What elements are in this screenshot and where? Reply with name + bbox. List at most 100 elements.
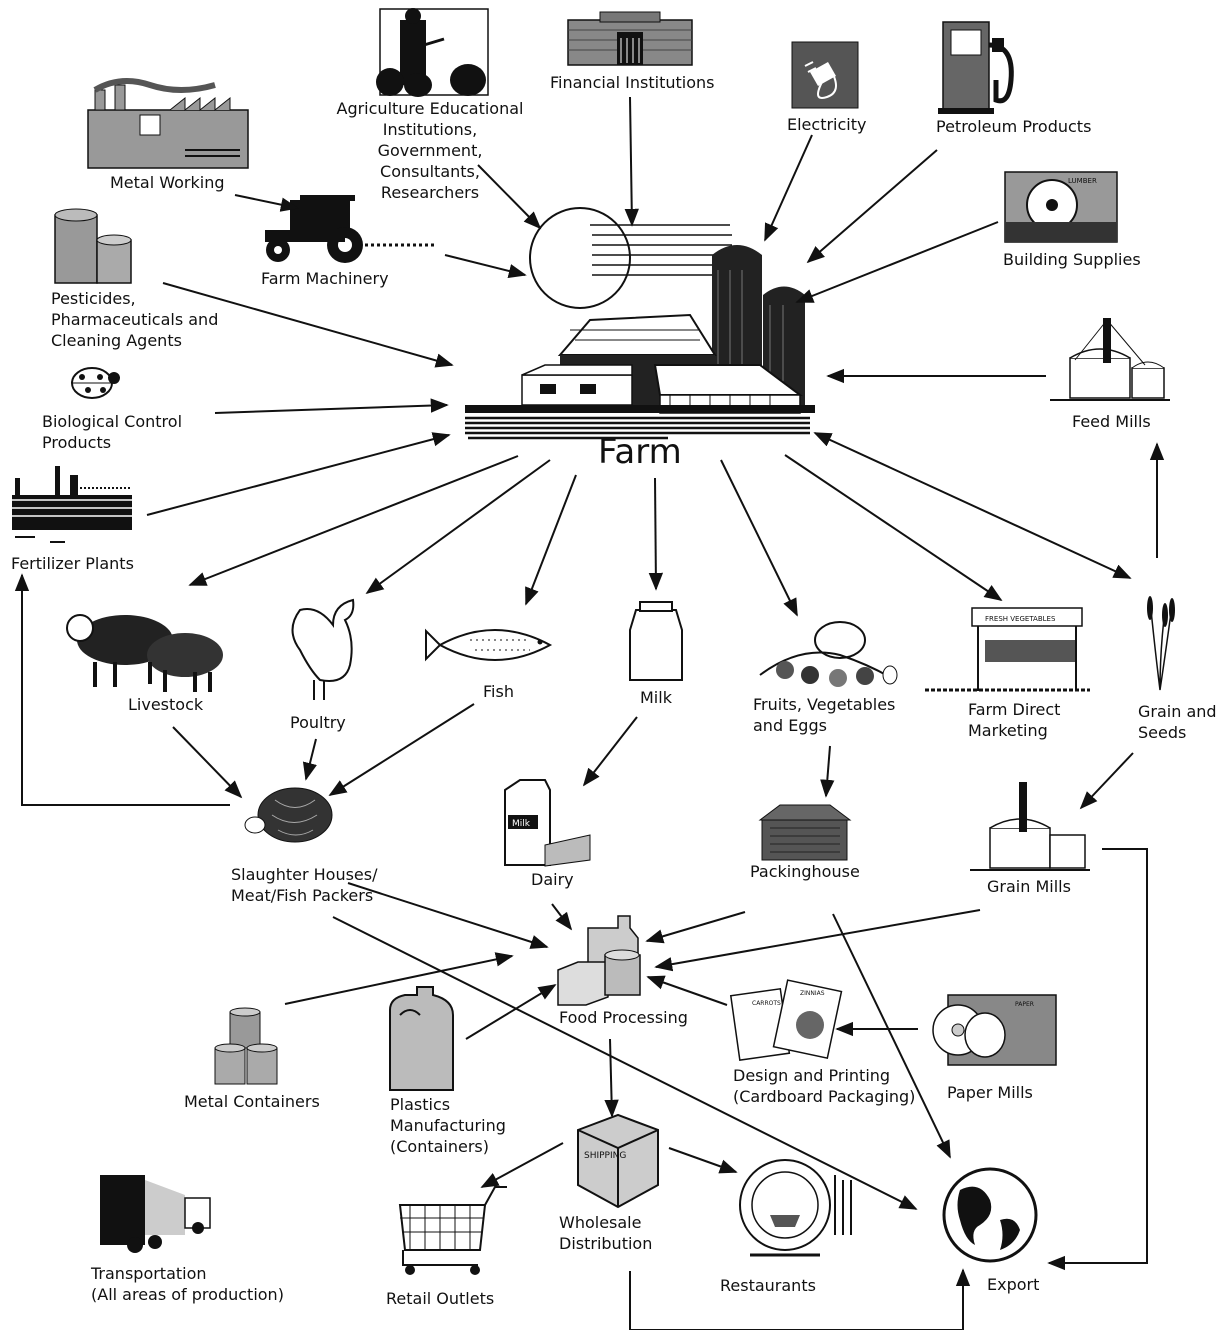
bank-icon	[567, 11, 693, 66]
label-fertilizer: Fertilizer Plants	[11, 554, 134, 573]
milk-word: Milk	[512, 819, 531, 829]
globe-icon	[942, 1167, 1038, 1263]
arrow-produce-to-packinghouse	[820, 745, 835, 798]
milk-can-icon	[629, 601, 683, 681]
label-livestock: Livestock	[128, 695, 204, 714]
shipping-box-icon: SHIPPING	[577, 1113, 659, 1209]
grain-mill-icon	[970, 782, 1090, 871]
wheat-icon	[1147, 596, 1175, 691]
market-stand-icon: FRESH VEGETABLES	[925, 607, 1090, 692]
arrow-grain-to-grainmill	[1079, 752, 1134, 810]
arrow-slaughter-to-fertilizer	[14, 573, 230, 806]
shopping-cart-icon	[398, 1186, 507, 1275]
arrow-wholesale-to-export	[629, 1268, 971, 1330]
rooster-icon	[291, 598, 355, 700]
arrow-wholesale-to-retail	[480, 1142, 564, 1188]
seed-packet-2-text: ZINNIAS	[800, 990, 825, 997]
label-farm-machinery: Farm Machinery	[261, 269, 389, 288]
label-retail-outlets: Retail Outlets	[386, 1289, 495, 1308]
tractor-icon	[265, 195, 435, 263]
label-grain-mills: Grain Mills	[987, 877, 1071, 896]
label-wholesale: Wholesale Distribution	[559, 1213, 653, 1253]
label-feed-mills: Feed Mills	[1072, 412, 1151, 431]
gas-pump-icon	[938, 21, 1014, 114]
label-building-supplies: Building Supplies	[1003, 250, 1141, 269]
seed-packet-1-text: CARROTS	[752, 1000, 781, 1007]
plug-icon	[791, 41, 859, 109]
tin-cans-icon	[214, 1007, 278, 1085]
label-poultry: Poultry	[290, 713, 346, 732]
paper-word: PAPER	[1015, 1001, 1034, 1008]
label-design-printing: Design and Printing (Cardboard Packaging…	[733, 1066, 916, 1106]
ladybug-icon	[71, 367, 120, 399]
factory-icon	[87, 78, 249, 169]
label-electricity: Electricity	[787, 115, 867, 134]
saw-icon: LUMBER	[1004, 171, 1118, 243]
label-plastics: Plastics Manufacturing (Containers)	[390, 1095, 506, 1156]
label-petroleum: Petroleum Products	[936, 117, 1092, 136]
label-paper-mills: Paper Mills	[947, 1083, 1033, 1102]
arrow-farm-to-fish	[525, 474, 577, 606]
plate-cutlery-icon	[739, 1159, 852, 1257]
arrow-wholesale-to-restaurants	[668, 1147, 738, 1174]
lumber-word: LUMBER	[1068, 177, 1097, 185]
arrow-milk-to-dairy	[582, 716, 638, 787]
label-fruits-vegetables: Fruits, Vegetables and Eggs	[753, 695, 896, 735]
paper-rolls-icon: PAPER	[932, 994, 1057, 1066]
arrow-livestock-to-slaughter	[172, 726, 243, 799]
fish-icon	[425, 628, 553, 662]
produce-basket-icon	[759, 621, 898, 687]
label-pesticides: Pesticides, Pharmaceuticals and Cleaning…	[51, 289, 219, 350]
arrows	[14, 96, 1165, 1330]
arrow-metal-to-machinery	[234, 194, 299, 212]
label-grain-seeds: Grain and Seeds	[1138, 702, 1217, 742]
page-title: Farm	[598, 432, 682, 472]
shipping-word: SHIPPING	[584, 1151, 626, 1161]
arrow-electricity-to-farm	[764, 134, 813, 242]
arrow-farm-to-poultry	[365, 459, 551, 595]
arrow-biological-to-farm	[214, 398, 449, 414]
label-ag-education: Agriculture Educational Institutions, Go…	[336, 99, 524, 202]
arrow-farm-to-milk	[648, 477, 664, 591]
arrow-slaughter-to-foodproc	[347, 882, 549, 949]
farm-icon	[465, 207, 815, 440]
arrow-machinery-to-farm	[444, 254, 527, 279]
truck-icon	[100, 1175, 211, 1253]
label-dairy: Dairy	[531, 870, 574, 889]
market-sign-text: FRESH VEGETABLES	[985, 615, 1056, 623]
fertilizer-plant-icon	[12, 466, 132, 543]
arrow-farm-to-direct	[784, 454, 1003, 602]
label-milk: Milk	[640, 688, 672, 707]
label-restaurants: Restaurants	[720, 1276, 816, 1295]
arrow-fertilizer-to-farm	[146, 432, 451, 516]
arrow-pesticides-to-farm	[162, 282, 454, 368]
label-biological-control: Biological Control Products	[42, 412, 183, 452]
milk-carton-icon: Milk	[504, 779, 591, 867]
arrow-slaughter-to-export	[332, 916, 918, 1210]
arrow-building-to-farm	[795, 221, 999, 303]
arrow-farm-to-produce	[720, 459, 798, 617]
arrow-grainmill-to-foodproc	[654, 909, 981, 972]
arrow-farm-to-livestock	[188, 455, 519, 586]
food-containers-icon	[557, 915, 641, 1006]
arrow-packinghouse-to-export	[832, 913, 951, 1159]
label-transportation: Transportation (All areas of production)	[91, 1264, 284, 1304]
packinghouse-icon	[758, 804, 852, 861]
chemical-containers-icon	[54, 208, 132, 284]
arrow-financial-to-farm	[624, 96, 639, 227]
plastic-jug-icon	[389, 986, 454, 1091]
arrow-poultry-to-slaughter	[302, 738, 317, 781]
label-export: Export	[987, 1275, 1040, 1294]
label-financial: Financial Institutions	[550, 73, 715, 92]
label-farm-direct: Farm Direct Marketing	[968, 700, 1061, 740]
arrow-metal-to-foodproc	[284, 952, 514, 1005]
cattle-icon	[66, 614, 223, 692]
arrow-petroleum-to-farm	[806, 149, 938, 264]
label-metal-working: Metal Working	[110, 173, 225, 192]
feed-mill-icon	[1050, 318, 1170, 401]
label-packinghouse: Packinghouse	[750, 862, 860, 881]
arrow-education-to-farm	[477, 164, 542, 230]
arrow-foodproc-to-wholesale	[604, 1038, 619, 1118]
arrow-fish-to-slaughter	[328, 703, 475, 796]
